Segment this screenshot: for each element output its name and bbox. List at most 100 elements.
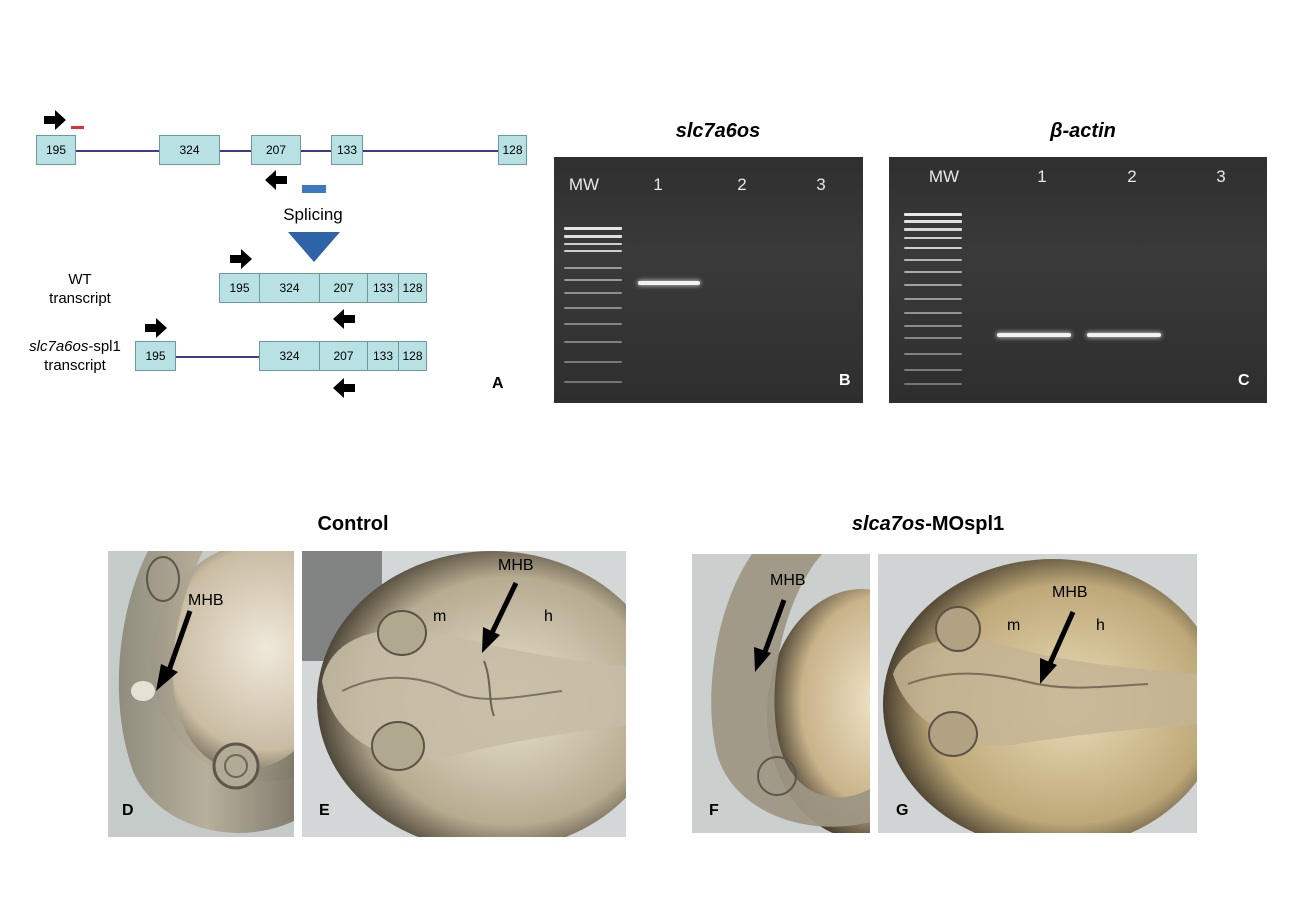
ladder-band	[904, 259, 962, 261]
ladder-band	[564, 381, 622, 383]
photo-e-control-dorsal: MHB m h E	[302, 551, 626, 837]
ladder-band	[904, 247, 962, 249]
ladder-band	[564, 307, 622, 309]
spl1-label-suffix: -spl1	[88, 338, 121, 355]
morphant-title-suffix: -MOspl1	[925, 513, 1005, 535]
photo-e-mhb-label: MHB	[498, 557, 534, 574]
wt-exon-2: 324	[259, 273, 320, 303]
spl1-exon-1: 195	[135, 341, 176, 371]
photo-g-h-label: h	[1096, 617, 1105, 634]
wt-exon-5: 128	[398, 273, 427, 303]
spl1-label-italic: slc7a6os	[29, 338, 89, 355]
ladder-band	[904, 325, 962, 327]
panel-letter-c: C	[1238, 372, 1250, 389]
ladder-band	[564, 250, 622, 252]
photo-f-mhb-label: MHB	[770, 572, 806, 589]
spl1-exon-4: 133	[367, 341, 399, 371]
ladder-band	[564, 227, 622, 230]
photo-e-m-label: m	[433, 608, 447, 625]
spl1-exon-2: 324	[259, 341, 320, 371]
wt-reverse-primer-arrow-icon	[333, 309, 355, 329]
spl1-exon-5: 128	[398, 341, 427, 371]
gel-b-lane-mw: MW	[568, 175, 600, 194]
ladder-band	[564, 235, 622, 238]
gel-c-image: MW 1 2 3 C	[889, 157, 1267, 403]
wt-exon-1: 195	[219, 273, 260, 303]
gel-c-lane-2: 2	[1127, 167, 1137, 186]
genomic-exon-1: 195	[36, 135, 76, 165]
genomic-exon-2: 324	[159, 135, 220, 165]
ladder-band	[904, 383, 962, 385]
embryo-lateral-drawing	[692, 554, 870, 833]
genomic-exon-3: 207	[251, 135, 301, 165]
spl1-transcript-label: slc7a6os-spl1 transcript	[10, 337, 140, 375]
ladder-band	[564, 279, 622, 281]
ladder-band	[904, 284, 962, 286]
mhb-arrow-icon	[754, 599, 787, 672]
gel-c-title: β-actin	[1050, 120, 1116, 142]
primer-marker	[71, 126, 84, 129]
ladder-band	[904, 337, 962, 339]
photo-d-control-lateral: MHB D	[108, 551, 294, 837]
photo-e-letter: E	[319, 802, 330, 819]
wt-transcript-label: WT transcript	[20, 270, 140, 308]
splicing-label: Splicing	[283, 205, 343, 224]
panel-letter-b: B	[839, 372, 851, 389]
ladder-band	[904, 220, 962, 223]
wt-exon-4: 133	[367, 273, 399, 303]
ladder-band	[904, 228, 962, 231]
embryo-lateral-drawing	[108, 551, 294, 837]
embryo-dorsal-drawing	[878, 554, 1197, 833]
photo-d-letter: D	[122, 802, 134, 819]
photo-f-letter: F	[709, 802, 719, 819]
photo-g-morphant-dorsal: MHB m h G	[878, 554, 1197, 833]
ladder-band	[564, 341, 622, 343]
ladder-band	[564, 361, 622, 363]
genomic-exon-5: 128	[498, 135, 527, 165]
gel-b-lane-2: 2	[737, 175, 747, 194]
mhb-arrow-icon	[1040, 610, 1076, 684]
spl1-exon-3: 207	[319, 341, 368, 371]
genomic-exon-4: 133	[331, 135, 363, 165]
ladder-band	[564, 292, 622, 294]
photo-g-mhb-label: MHB	[1052, 584, 1088, 601]
ladder-band	[904, 312, 962, 314]
wt-label-line1: WT	[68, 271, 92, 288]
ladder-band	[904, 271, 962, 273]
reverse-primer-arrow-icon	[265, 170, 287, 190]
ladder-band	[904, 353, 962, 355]
gel-b-image: MW 1 2 3 B	[554, 157, 863, 403]
spl1-reverse-primer-arrow-icon	[333, 378, 355, 398]
spl1-forward-primer-arrow-icon	[145, 318, 167, 338]
ladder-band	[904, 213, 962, 216]
morphant-title: slca7os-MOspl1	[828, 513, 1028, 536]
ladder-band	[904, 237, 962, 239]
photo-g-letter: G	[896, 802, 909, 819]
panel-letter-a: A	[492, 375, 504, 392]
wt-forward-primer-arrow-icon	[230, 249, 252, 269]
morpholino-marker	[302, 185, 326, 193]
gel-c-lane-mw: MW	[928, 167, 960, 186]
gel-b-title: slc7a6os	[675, 120, 761, 142]
ladder-band	[904, 369, 962, 371]
wt-exon-3: 207	[319, 273, 368, 303]
wt-label-line2: transcript	[49, 290, 111, 307]
ladder-band	[564, 243, 622, 245]
ladder-band	[904, 298, 962, 300]
ladder-band	[564, 267, 622, 269]
gel-c-lane-2-band	[1087, 333, 1161, 337]
ladder-band	[564, 323, 622, 325]
gel-c-lane-3: 3	[1216, 167, 1226, 186]
mhb-arrow-icon	[482, 581, 519, 653]
morphant-title-italic: slca7os	[851, 513, 926, 535]
spl1-retained-intron-line	[175, 356, 260, 358]
gel-b-lane-1: 1	[653, 175, 663, 194]
gel-b-lane-1-band	[638, 281, 700, 285]
gel-c-lane-1: 1	[1037, 167, 1047, 186]
spl1-label-line2: transcript	[44, 357, 106, 374]
forward-primer-arrow-icon	[44, 110, 66, 130]
splicing-down-arrow-icon	[288, 232, 340, 262]
gel-b-lane-3: 3	[816, 175, 826, 194]
photo-d-mhb-label: MHB	[188, 592, 224, 609]
control-title: Control	[317, 513, 389, 535]
